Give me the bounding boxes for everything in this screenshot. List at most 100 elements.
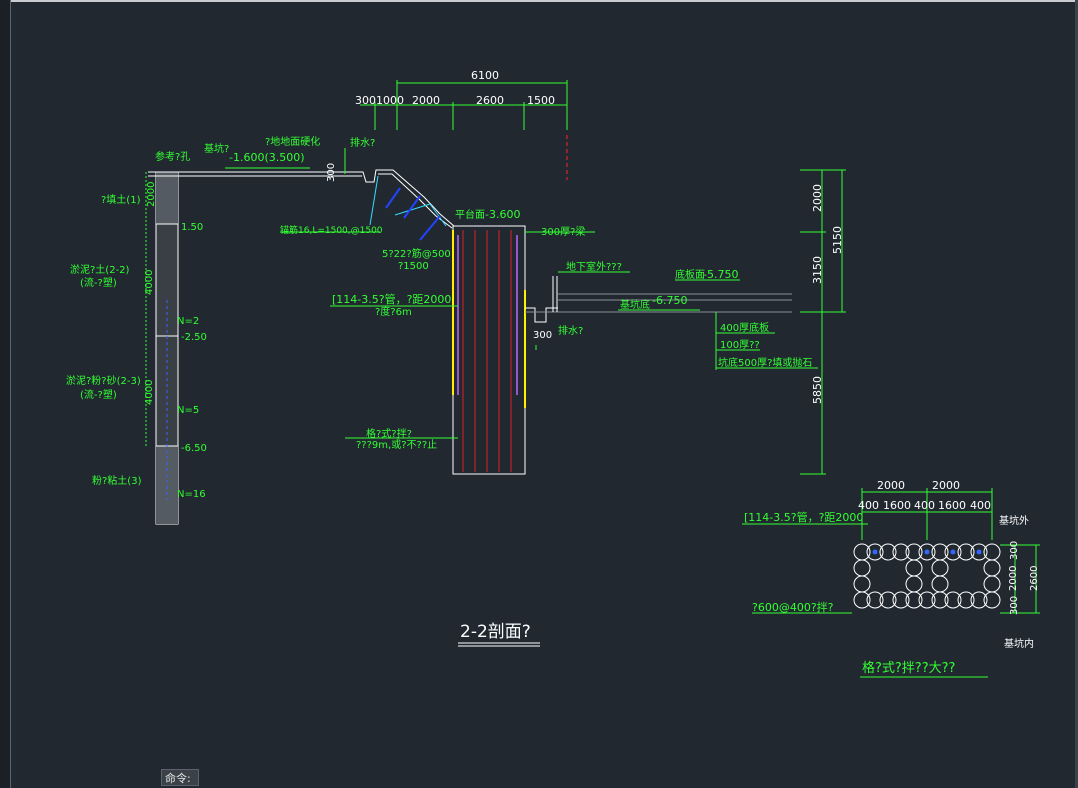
label-detail-pipe: [114-3.5?管，?距2000: [744, 510, 863, 524]
label-pit-inside: 基坑内: [1004, 637, 1034, 650]
dim-c: 2000: [412, 94, 440, 107]
label-ref-hole: 参考?孔: [155, 150, 190, 163]
pile-circle: [944, 591, 962, 609]
pile-circle: [957, 591, 975, 609]
pile-circle: [892, 591, 910, 609]
pile-circle: [905, 543, 923, 561]
label-pit-outside: 基坑外: [999, 514, 1029, 527]
pile-circle: [931, 575, 949, 593]
detail-pile-circles: [853, 543, 1001, 609]
dim-total: 6100: [471, 69, 499, 82]
dim-detail-v3: 300: [1009, 596, 1020, 615]
dim-right-d: 5850: [811, 376, 824, 404]
label-soil-1-dim: 2000: [146, 182, 157, 207]
dim-detail-d: 1600: [883, 499, 911, 512]
pile-circle: [931, 591, 949, 609]
pile-circle: [905, 575, 923, 593]
pile-circle: [970, 543, 988, 561]
pile-circle: [866, 591, 884, 609]
dim-detail-f: 1600: [938, 499, 966, 512]
dim-right-b: 5150: [831, 226, 844, 254]
command-prompt[interactable]: 命令:: [161, 769, 199, 786]
steel-pipe-dot: [872, 549, 878, 555]
pile-circle: [931, 559, 949, 577]
label-soil-3: 淤泥?粉?砂(2-3): [66, 374, 141, 387]
pile-circle: [970, 591, 988, 609]
label-elev-150: 1.50: [181, 222, 203, 233]
top-dimension-chain: 6100 300 1000 2000 2600 1500: [355, 69, 568, 180]
label-anchor: 锚筋16,L=1500,@1500: [280, 224, 383, 236]
label-pipe-len: ?度?6m: [375, 305, 412, 318]
dim-detail-v2: 2000: [1008, 566, 1019, 591]
pit-floor: [525, 271, 818, 370]
dim-detail-v-total: 2600: [1029, 566, 1040, 591]
label-crown-beam: 300厚?梁: [541, 225, 585, 238]
pile-circle: [931, 543, 949, 561]
label-soil-2-sub: (流-?塑): [80, 276, 117, 289]
dim-detail-c: 400: [858, 499, 879, 512]
pile-circle: [892, 543, 910, 561]
label-elev-250: -2.50: [181, 332, 207, 343]
label-drain-top: 排水?: [350, 136, 375, 149]
label-drain-bottom: 排水?: [558, 324, 583, 337]
label-slab-400: 400厚底板: [720, 321, 769, 334]
label-detail-pile: ?600@400?拌?: [752, 600, 834, 614]
label-steel-pipe: [114-3.5?管，?距2000: [332, 292, 451, 306]
label-pile-note: 格?式?拌?: [366, 427, 412, 440]
right-scrollbar-edge[interactable]: [1075, 0, 1078, 788]
label-dim-300-b: 300: [533, 330, 552, 341]
pile-circle: [983, 543, 1001, 561]
pile-circle: [866, 543, 884, 561]
steel-pipe-dot: [924, 549, 930, 555]
label-pit-bottom: 基坑底: [620, 298, 650, 311]
steel-pipe-dot: [950, 549, 956, 555]
pile-circle: [853, 543, 871, 561]
pile-circle: [853, 591, 871, 609]
left-toolbar-edge: [0, 0, 11, 788]
pile-circle: [918, 543, 936, 561]
pile-circle: [918, 591, 936, 609]
label-pile-note-2: ???9m,或?不??止: [356, 439, 437, 451]
retaining-piles: [330, 225, 595, 475]
label-elev-top: -1.600(3.500): [229, 151, 305, 164]
right-dimension-chain: [800, 169, 846, 475]
detail-dimensions: [742, 488, 1040, 614]
dim-a: 300: [355, 94, 376, 107]
pile-circle: [983, 559, 1001, 577]
dim-e: 1500: [527, 94, 555, 107]
label-basement-ext: 地下室外???: [566, 260, 622, 273]
label-platform-elev: -3.600: [485, 208, 520, 221]
pile-circle: [905, 591, 923, 609]
dim-detail-b: 2000: [932, 479, 960, 492]
ground-profile: [148, 148, 455, 241]
label-floor-bottom: 底板面: [675, 268, 705, 281]
label-floor-elev: -5.750: [703, 268, 738, 281]
label-layer-100: 100厚??: [720, 339, 760, 351]
pile-circle: [944, 543, 962, 561]
pile-circle: [957, 543, 975, 561]
label-n5: N=5: [177, 405, 199, 416]
dim-right-a: 2000: [811, 184, 824, 212]
label-steel-mesh: 5?22?筋@500: [382, 247, 451, 260]
label-steel-mesh-2: ?1500: [398, 261, 429, 272]
dim-right-c: 3150: [811, 256, 824, 284]
pile-circle: [983, 591, 1001, 609]
label-pit-top: 基坑?: [204, 142, 229, 155]
label-dim-300-a: 300: [326, 163, 337, 182]
label-surface-hard: ?地地面硬化: [265, 135, 320, 148]
pile-circle: [905, 559, 923, 577]
dim-d: 2600: [476, 94, 504, 107]
label-soil-3-sub: (流-?塑): [80, 388, 117, 401]
label-soil-2-dim: 4000: [144, 270, 155, 295]
detail-title: 格?式?拌??大??: [862, 660, 955, 676]
label-soil-3-dim: 4000: [144, 380, 155, 405]
pile-circle: [879, 591, 897, 609]
label-pit-bottom-elev: -6.750: [652, 294, 687, 307]
dim-detail-a: 2000: [877, 479, 905, 492]
label-platform: 平台面: [455, 208, 485, 221]
label-n2: N=2: [177, 316, 199, 327]
label-n16: N=16: [177, 489, 206, 500]
label-soil-4: 粉?粘土(3): [92, 474, 142, 487]
